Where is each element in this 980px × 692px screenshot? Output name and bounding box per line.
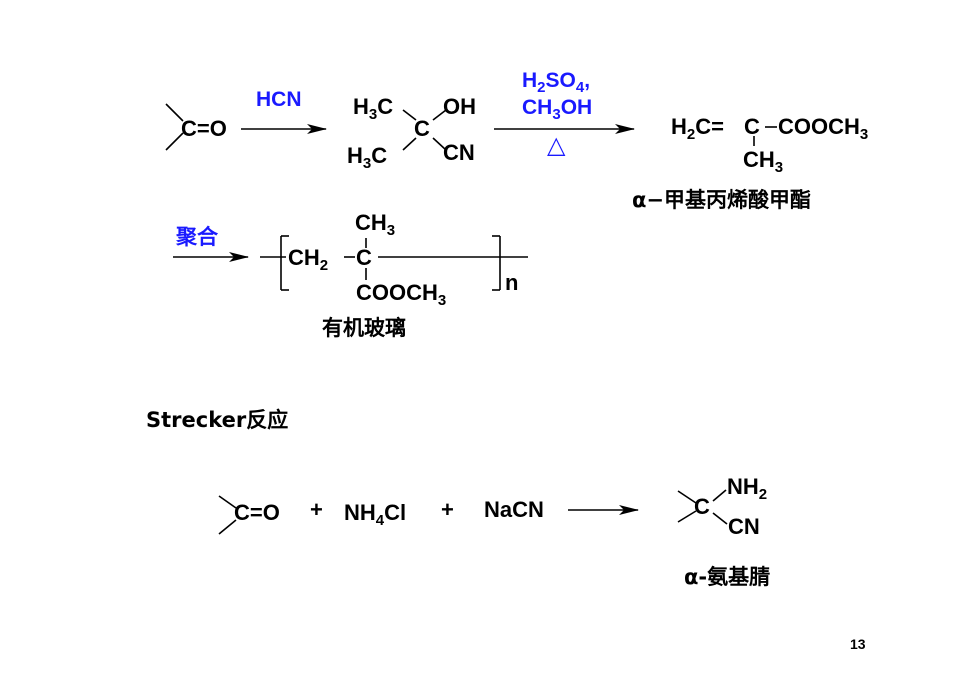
aminonitrile-carbon: C [694, 494, 710, 519]
polymer-repeat-n: n [505, 270, 519, 295]
polymer-ch2: CH2 [288, 245, 329, 274]
heat-triangle-icon: △ [547, 132, 566, 159]
aminonitrile-name: α-氨基腈 [684, 565, 771, 589]
aminonitrile-cyano: CN [728, 514, 760, 539]
bond-c-cn-strecker [712, 512, 728, 525]
page-number: 13 [850, 636, 866, 652]
strecker-ketone-bond-upper [218, 495, 237, 509]
amine-bond-lower [677, 510, 697, 523]
bond-c-ch3-top [402, 109, 417, 121]
bond-c-cn [432, 137, 447, 151]
methyl-top: H3C [353, 94, 394, 123]
bond-c-ch3-bottom [402, 137, 417, 151]
product-vinyl: H2C= [671, 114, 724, 143]
methyl-bottom: H3C [347, 143, 388, 172]
strecker-title: Strecker反应 [146, 408, 289, 432]
product-name-mma: α−甲基丙烯酸甲酯 [632, 188, 812, 212]
bond-c-oh [432, 109, 447, 121]
polymer-name: 有机玻璃 [322, 316, 406, 340]
plus-sign-1: + [310, 497, 323, 522]
plus-sign-2: + [441, 497, 454, 522]
condition-sulfuric-acid: H2SO4, [522, 69, 591, 96]
reagent-hcn: HCN [256, 88, 302, 111]
strecker-carbonyl: C=O [234, 500, 280, 525]
polymer-ester: COOCH3 [356, 280, 447, 309]
product-ester: COOCH3 [778, 114, 869, 143]
cyanohydrin-carbon: C [414, 116, 430, 141]
ketone-bond-upper [165, 103, 184, 122]
condition-methanol: CH3OH [522, 96, 593, 123]
strecker-ketone-bond-lower [218, 519, 237, 535]
product-methyl: CH3 [743, 147, 784, 176]
sodium-cyanide: NaCN [484, 497, 544, 522]
amine-group: NH2 [727, 474, 768, 503]
ammonium-chloride: NH4Cl [344, 500, 407, 529]
ketone-bond-lower [165, 132, 184, 151]
polymer-methyl: CH3 [355, 210, 396, 239]
hydroxyl-group: OH [443, 94, 476, 119]
cyano-group: CN [443, 140, 475, 165]
amine-bond-upper [677, 490, 697, 504]
product-alpha-carbon: C [744, 114, 760, 139]
ketone-carbonyl: C=O [181, 116, 227, 141]
polymer-carbon: C [356, 245, 372, 270]
polymerization-label: 聚合 [176, 225, 218, 249]
bond-c-nh2 [712, 489, 727, 502]
